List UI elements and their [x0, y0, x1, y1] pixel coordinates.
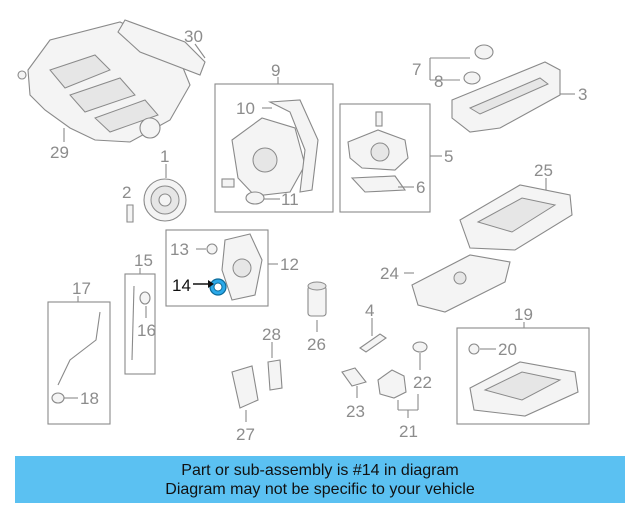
callout-14: 14 — [172, 276, 191, 295]
lower-oil-pan-drawing — [468, 343, 579, 417]
callout-29: 29 — [50, 143, 69, 162]
parts-diagram: 30 29 9 10 11 5 6 3 7 8 — [17, 19, 590, 444]
oil-filter-drawing — [307, 281, 327, 317]
callout-23: 23 — [346, 402, 365, 421]
group-box-5 — [339, 103, 431, 213]
callout-28: 28 — [262, 325, 281, 344]
callout-12: 12 — [280, 255, 299, 274]
callout-8: 8 — [434, 72, 443, 91]
oil-pan-baffle-drawing — [411, 254, 511, 313]
callout-18: 18 — [80, 389, 99, 408]
mount-bracket-drawing — [231, 365, 259, 409]
group-box-12 — [165, 229, 269, 307]
oil-pump-drawing — [347, 111, 409, 193]
seal-part-14 — [209, 278, 227, 296]
callout-20: 20 — [498, 340, 517, 359]
info-banner: Part or sub-assembly is #14 in diagram D… — [15, 456, 625, 503]
callout-25: 25 — [534, 161, 553, 180]
banner-line-1: Part or sub-assembly is #14 in diagram — [181, 461, 459, 479]
callout-21: 21 — [399, 422, 418, 441]
valve-cover-drawing — [451, 44, 561, 133]
callout-9: 9 — [271, 61, 280, 80]
timing-case-drawing — [206, 233, 263, 301]
callout-11: 11 — [281, 190, 299, 209]
callout-4: 4 — [365, 301, 374, 320]
callout-13: 13 — [170, 240, 189, 259]
callout-30: 30 — [184, 27, 203, 46]
callout-6: 6 — [416, 178, 425, 197]
callout-5: 5 — [444, 147, 453, 166]
callout-16: 16 — [137, 321, 156, 340]
banner-line-2: Diagram may not be specific to your vehi… — [165, 480, 475, 498]
crank-pulley-drawing — [126, 178, 187, 223]
callout-22: 22 — [413, 373, 432, 392]
callout-17: 17 — [72, 279, 91, 298]
timing-cover-drawing — [221, 99, 319, 205]
callout-1: 1 — [160, 147, 169, 166]
callout-10: 10 — [236, 99, 255, 118]
group-box-19 — [456, 327, 590, 425]
upper-oil-pan-drawing — [459, 184, 573, 251]
callout-3: 3 — [578, 85, 587, 104]
callout-7: 7 — [412, 60, 421, 79]
oil-level-sensor-drawing — [377, 341, 428, 399]
intake-manifold-drawing — [17, 19, 206, 143]
callout-15: 15 — [134, 251, 153, 270]
callout-27: 27 — [236, 425, 255, 444]
callout-26: 26 — [307, 335, 326, 354]
callout-2: 2 — [122, 183, 131, 202]
callout-24: 24 — [380, 264, 399, 283]
group-box-17 — [47, 301, 111, 425]
callout-19: 19 — [514, 305, 533, 324]
group-box-9 — [214, 83, 334, 213]
